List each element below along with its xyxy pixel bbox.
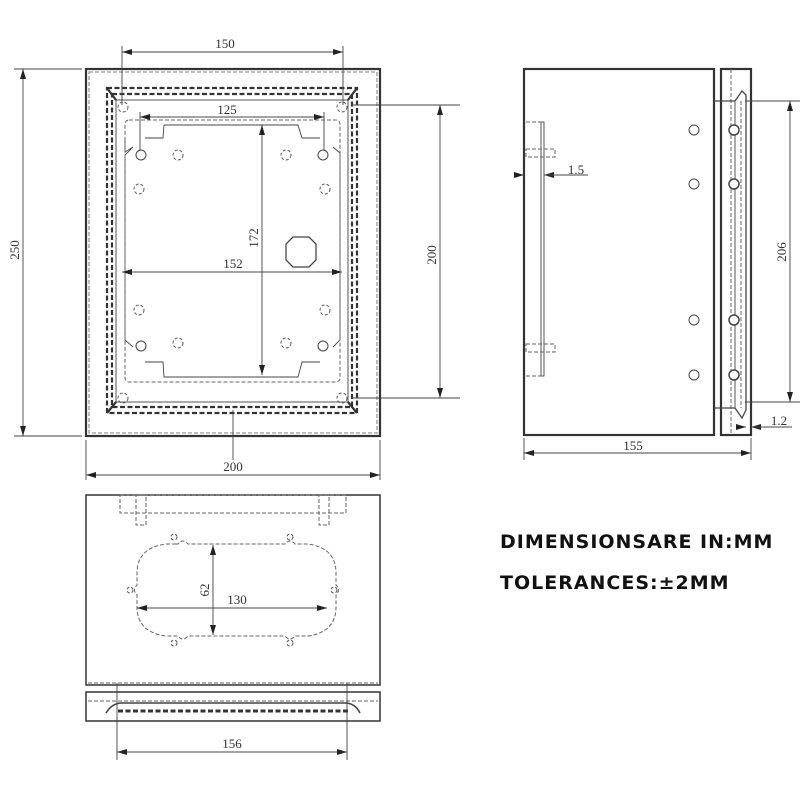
dim-label-inner-height: 200 [424,245,439,265]
bottom-outline [85,494,381,686]
bottom-view [85,494,381,760]
tolerance-note: TOLERANCES:±2MM [500,572,730,594]
body-side-outline [522,67,716,437]
cable-gland-cutout [285,236,317,268]
enclosure-outline [84,67,382,438]
dim-label-overall-depth: 155 [623,438,643,453]
gasket-inner [110,92,354,409]
dim-label-top-span: 150 [215,36,235,51]
gasket-outer [105,86,359,415]
dim-label-gland-height: 62 [197,584,212,597]
dim-label-inner-width: 152 [223,256,243,271]
dim-label-overall-width: 200 [223,459,243,474]
dim-label-mounting-plate-height: 172 [246,228,261,248]
side-view [514,67,800,460]
units-note: DIMENSIONSARE IN:MM [500,531,774,553]
front-view [14,46,460,480]
dim-label-gland-width: 130 [227,592,247,607]
mounting-plate-outline [124,124,341,378]
door-bottom-outline [85,691,381,722]
dim-label-door-thickness: 1.2 [771,413,787,428]
gland-opening [134,540,339,640]
door-side-outline [719,67,753,437]
dim-label-hinge-span: 206 [774,242,789,262]
dim-label-door-width: 156 [222,736,242,751]
dim-label-mounting-plate-width: 125 [217,102,237,117]
dim-label-overall-height: 250 [7,240,22,260]
dim-label-wall-thickness: 1.5 [568,162,584,177]
